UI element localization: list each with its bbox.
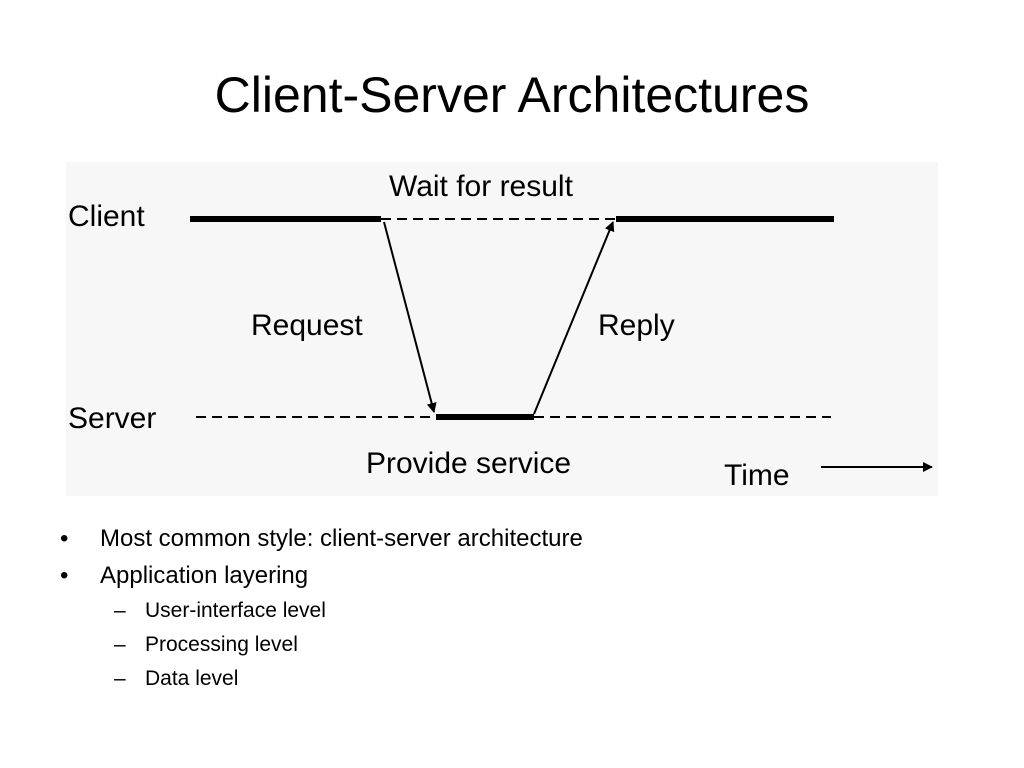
sub-bullet-marker: – (114, 633, 126, 656)
provide-service-label: Provide service (366, 447, 571, 480)
sub-bullet-item: – Processing level (60, 628, 960, 662)
request-label: Request (251, 309, 363, 342)
reply-arrow (533, 221, 615, 415)
bullet-text: Application layering (100, 562, 309, 589)
reply-label: Reply (598, 309, 675, 342)
request-arrow (383, 221, 437, 413)
slide-title: Client-Server Architectures (214, 67, 810, 123)
sub-bullet-marker: – (114, 599, 126, 622)
sub-bullet-marker: – (114, 667, 126, 690)
wait-label: Wait for result (389, 170, 574, 203)
bullet-text: Most common style: client-server archite… (100, 525, 583, 552)
time-label: Time (724, 459, 790, 492)
bullet-list: • Most common style: client-server archi… (60, 520, 960, 696)
sub-bullet-item: – Data level (60, 662, 960, 696)
client-label: Client (68, 200, 145, 233)
client-server-diagram: Client Server Wait for result Request Re… (66, 162, 938, 496)
server-label: Server (68, 402, 156, 435)
sub-bullet-text: User-interface level (145, 599, 326, 622)
sub-bullet-text: Data level (145, 667, 239, 690)
bullet-item: • Application layering (60, 557, 960, 594)
bullet-item: • Most common style: client-server archi… (60, 520, 960, 557)
bullet-marker: • (60, 562, 69, 589)
sub-bullet-item: – User-interface level (60, 594, 960, 628)
sub-bullet-text: Processing level (145, 633, 298, 656)
bullet-marker: • (60, 525, 69, 552)
